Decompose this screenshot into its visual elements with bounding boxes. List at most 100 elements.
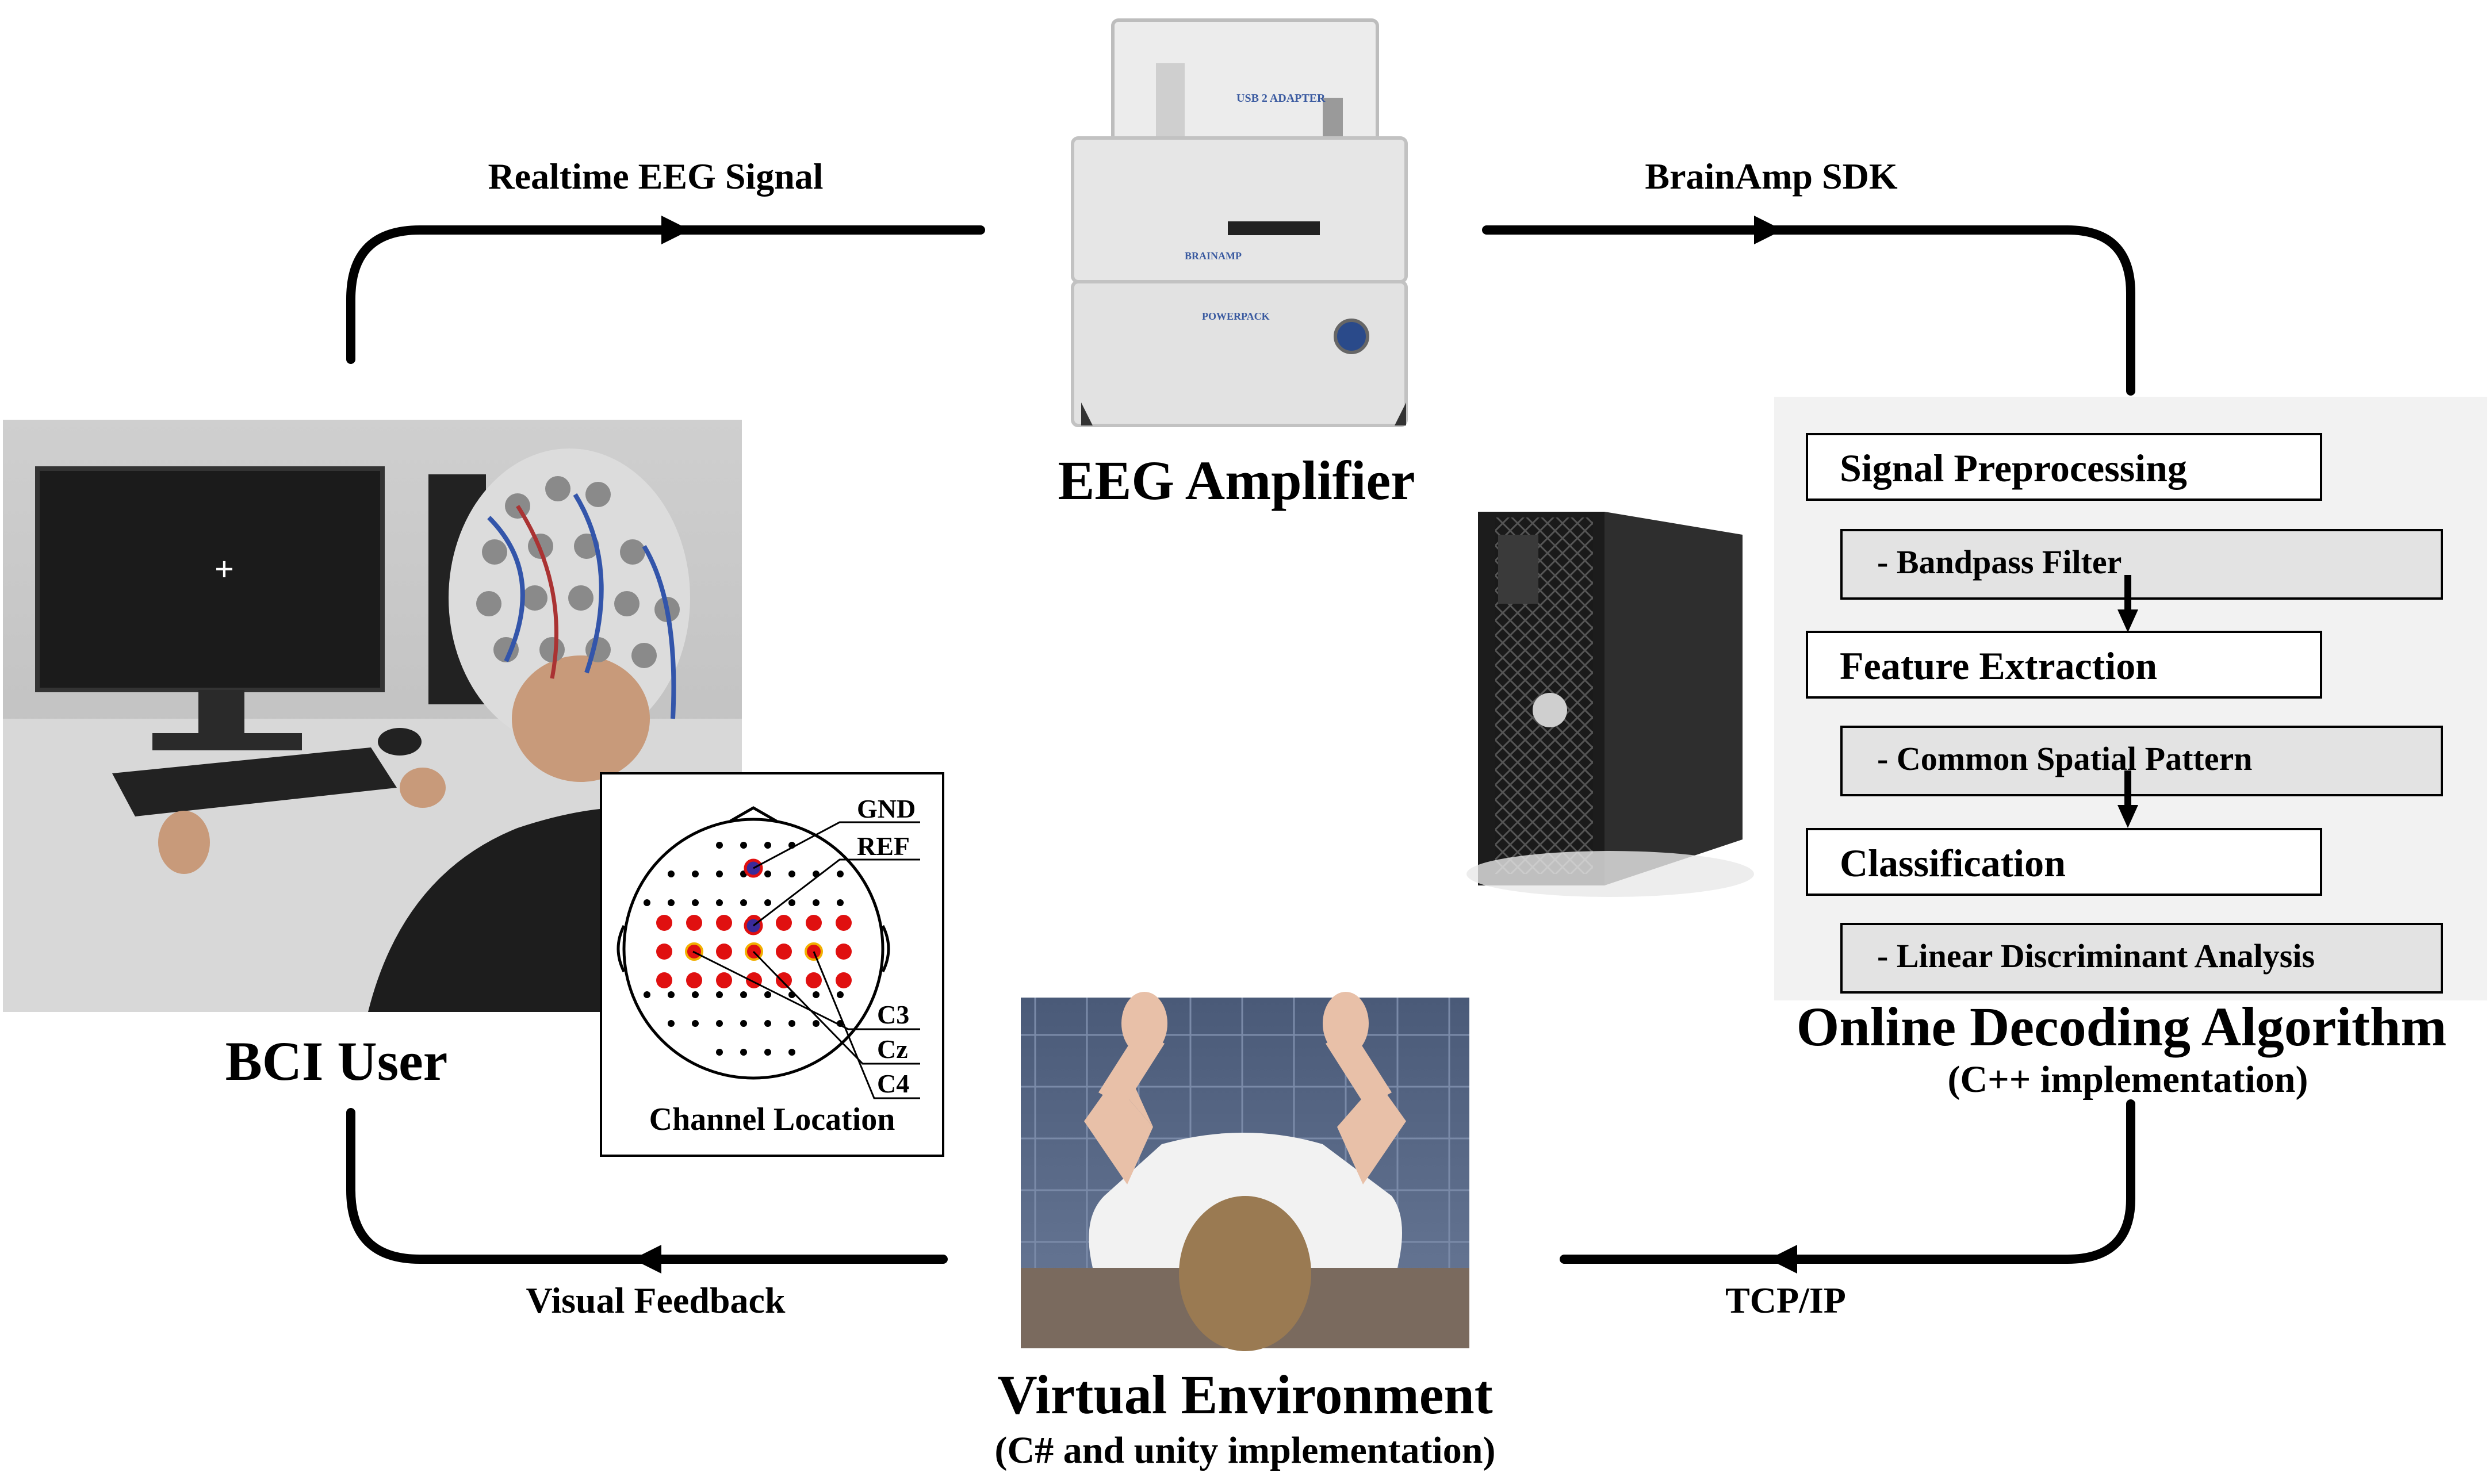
- motor-electrode: [776, 944, 792, 960]
- step-3-box: Classification: [1806, 828, 2322, 896]
- arrow-heads: [633, 216, 1797, 1274]
- electrode-grid: [644, 842, 852, 1056]
- minor-electrode: [813, 899, 820, 906]
- step-2-box: Feature Extraction: [1806, 631, 2322, 699]
- step-3-name: Classification: [1840, 841, 2066, 885]
- motor-electrode: [836, 915, 852, 931]
- eeg-amplifier-title: EEG Amplifier: [1058, 450, 1415, 511]
- step-1-detail: - Bandpass Filter: [1877, 543, 2122, 581]
- minor-electrode: [644, 991, 650, 998]
- step-arrow-2: [2117, 770, 2138, 828]
- svg-text:+: +: [215, 550, 234, 588]
- minor-electrode: [692, 871, 699, 877]
- arrowhead-realtime: [661, 216, 690, 244]
- monitor: [35, 466, 385, 692]
- channel-location-inset: [600, 772, 944, 1157]
- minor-electrode: [788, 1049, 795, 1056]
- minor-electrode: [788, 899, 795, 906]
- step-3-detail-box: - Linear Discriminant Analysis: [1840, 923, 2443, 994]
- powerpack-text: POWERPACK: [1202, 310, 1270, 322]
- step-1-detail-box: - Bandpass Filter: [1840, 529, 2443, 600]
- minor-electrode: [668, 899, 675, 906]
- decoding-title: Online Decoding Algorithm: [1796, 996, 2447, 1057]
- motor-electrode: [656, 944, 672, 960]
- bci-user-title: BCI User: [225, 1030, 448, 1092]
- motor-electrode: [716, 915, 732, 931]
- virtual-environment-title: Virtual Environment: [997, 1364, 1493, 1425]
- virtual-environment-subtitle: (C# and unity implementation): [994, 1429, 1496, 1471]
- virtual-environment-render: [1021, 992, 1469, 1351]
- tcp-ip-label: TCP/IP: [1725, 1280, 1846, 1321]
- minor-electrode: [764, 899, 771, 906]
- minor-electrode: [740, 1020, 747, 1027]
- motor-electrode: [656, 915, 672, 931]
- minor-electrode: [740, 991, 747, 998]
- step-1-name: Signal Preprocessing: [1840, 446, 2187, 490]
- step-2-name: Feature Extraction: [1840, 644, 2158, 688]
- motor-electrode: [716, 972, 732, 988]
- nose: [729, 806, 778, 823]
- minor-electrode: [692, 991, 699, 998]
- minor-electrode: [764, 871, 771, 877]
- decoding-subtitle: (C++ implementation): [1947, 1059, 2308, 1100]
- realtime-eeg-label: Realtime EEG Signal: [488, 156, 824, 197]
- motor-electrode: [836, 944, 852, 960]
- step-2-detail: - Common Spatial Pattern: [1877, 740, 2253, 777]
- motor-electrode: [776, 972, 792, 988]
- motor-electrode: [806, 972, 822, 988]
- arrowhead-tcp: [1768, 1245, 1797, 1274]
- minor-electrode: [644, 899, 650, 906]
- minor-electrode: [740, 1049, 747, 1056]
- eeg-amplifier-device: [1071, 18, 1408, 427]
- motor-electrode: [656, 972, 672, 988]
- keyboard: [112, 747, 397, 816]
- minor-electrode: [716, 842, 723, 849]
- arrowhead-feedback: [633, 1245, 661, 1274]
- motor-electrode: [686, 915, 702, 931]
- minor-electrode: [837, 991, 844, 998]
- step-3-detail: - Linear Discriminant Analysis: [1877, 937, 2315, 975]
- minor-electrode: [692, 1020, 699, 1027]
- visual-feedback-label: Visual Feedback: [526, 1280, 786, 1321]
- step-2-detail-box: - Common Spatial Pattern: [1840, 726, 2443, 796]
- minor-electrode: [788, 871, 795, 877]
- minor-electrode: [813, 991, 820, 998]
- minor-electrode: [788, 1020, 795, 1027]
- arrow-visual-feedback: [346, 1108, 948, 1264]
- c4-label: C4: [877, 1069, 910, 1098]
- minor-electrode: [764, 991, 771, 998]
- arrowhead-sdk: [1754, 216, 1783, 244]
- usb-adapter-text: USB 2 ADAPTER: [1236, 92, 1326, 105]
- head-outline: [622, 818, 884, 1080]
- cz-label: Cz: [877, 1034, 908, 1064]
- c3-label: C3: [877, 1000, 910, 1029]
- minor-electrode: [740, 899, 747, 906]
- gnd-label: GND: [857, 794, 916, 823]
- minor-electrode: [716, 1049, 723, 1056]
- minor-electrode: [716, 1020, 723, 1027]
- minor-electrode: [716, 899, 723, 906]
- motor-electrode: [686, 972, 702, 988]
- minor-electrode: [668, 991, 675, 998]
- minor-electrode: [668, 1020, 675, 1027]
- pc-tower: [1466, 512, 1754, 897]
- avatar-head: [1179, 1196, 1311, 1351]
- step-arrow-1: [2117, 575, 2138, 632]
- arrow-tcp-ip: [1560, 1099, 2135, 1264]
- minor-electrode: [716, 991, 723, 998]
- minor-electrode: [716, 871, 723, 877]
- motor-electrode: [716, 944, 732, 960]
- minor-electrode: [837, 871, 844, 877]
- minor-electrode: [813, 1020, 820, 1027]
- minor-electrode: [692, 899, 699, 906]
- motor-electrode: [776, 915, 792, 931]
- minor-electrode: [668, 871, 675, 877]
- motor-electrode: [806, 915, 822, 931]
- step-1-box: Signal Preprocessing: [1806, 433, 2322, 501]
- motor-electrode: [836, 972, 852, 988]
- arrow-brainamp-sdk: [1482, 225, 2135, 396]
- flow-arrows: [346, 225, 2135, 1264]
- minor-electrode: [764, 842, 771, 849]
